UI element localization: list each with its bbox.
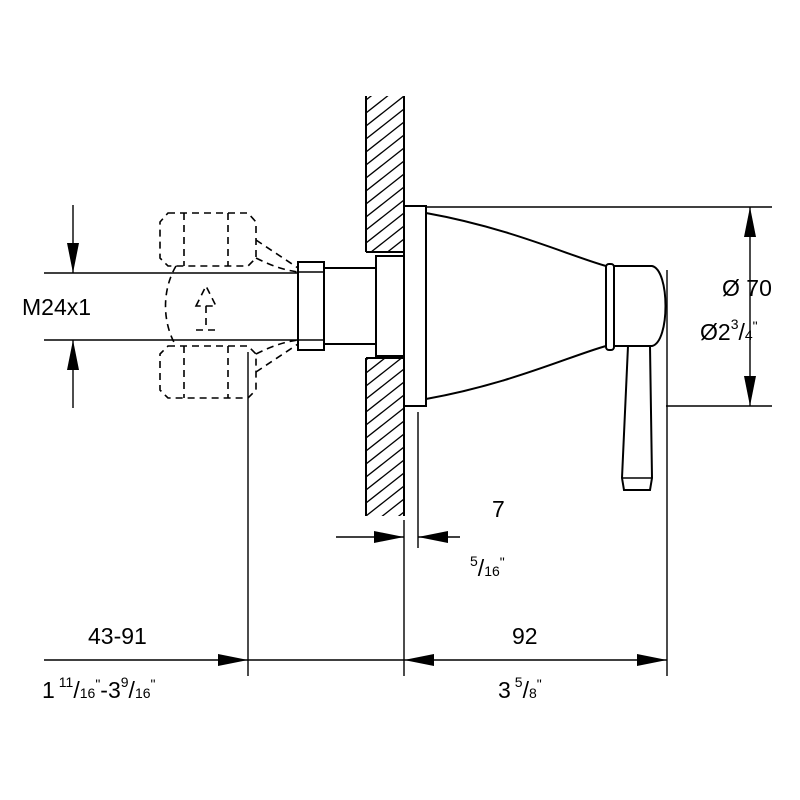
wall-range-mm-label: 43-91 (88, 623, 147, 649)
wall-section (365, 96, 405, 581)
hatch-line (366, 173, 404, 205)
hatch-line (366, 186, 404, 218)
hatch-line (366, 199, 404, 231)
hatch-line (366, 472, 404, 504)
hatch-line (366, 96, 373, 101)
hatch-line (366, 538, 404, 568)
hatch-line (366, 446, 404, 478)
hatch-line (366, 147, 404, 179)
hatch-line (366, 212, 404, 244)
dimension-thread (67, 205, 79, 408)
hatch-line (366, 160, 404, 192)
hatch-line (366, 355, 404, 387)
diameter-mm-label: Ø 70 (722, 275, 772, 301)
thread-label: M24x1 (22, 294, 91, 320)
hatch-line (366, 96, 389, 114)
concealed-valve-body (159, 212, 299, 399)
rosette-gap-mm-label: 7 (492, 496, 505, 522)
dimension-rosette-gap (336, 531, 460, 543)
hatch-line (366, 433, 404, 465)
hatch-line (366, 108, 404, 140)
hatch-line (366, 368, 404, 400)
hatch-line (366, 96, 404, 127)
projection-mm-label: 92 (512, 623, 538, 649)
hatch-line (366, 121, 404, 153)
rosette-gap-inch-label: 5/16" (470, 553, 505, 581)
hatch-line (366, 394, 404, 426)
hatch-line (366, 551, 404, 581)
hatch-line (366, 420, 404, 452)
lever-handle (620, 345, 654, 491)
hatch-line (366, 381, 404, 413)
dimension-wall-range (44, 654, 667, 666)
hatch-line (366, 134, 404, 166)
hatch-line (381, 498, 404, 516)
hatch-line (366, 485, 404, 516)
extension-lines (44, 206, 772, 676)
diameter-inch-label: Ø23/4" (700, 316, 758, 345)
hatch-line (366, 407, 404, 439)
dimension-diameter (744, 207, 756, 406)
rosette (403, 205, 667, 407)
hatch-line (366, 459, 404, 491)
